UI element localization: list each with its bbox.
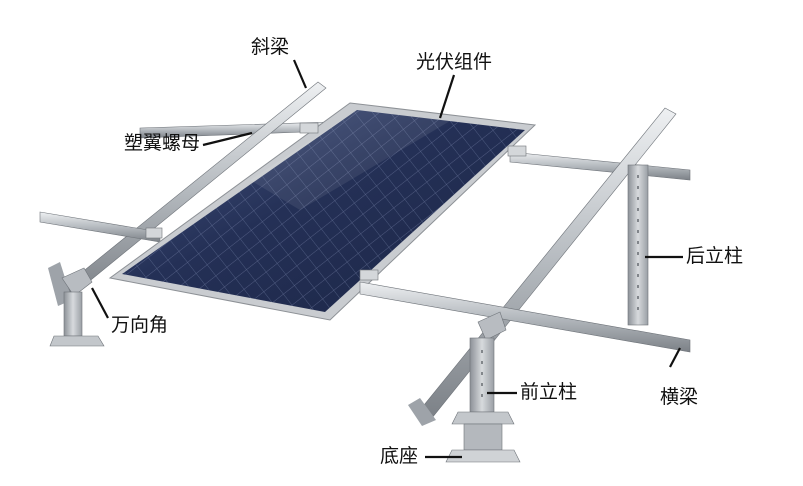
label-plastic-wing-nut: 塑翼螺母	[124, 134, 200, 153]
label-universal-angle: 万向角	[111, 316, 168, 335]
label-rear-column: 后立柱	[686, 247, 743, 266]
label-base: 底座	[380, 447, 418, 466]
label-front-column: 前立柱	[520, 383, 577, 402]
rear-column	[628, 165, 648, 325]
label-diagonal-beam: 斜梁	[251, 38, 289, 57]
label-pv-module: 光伏组件	[416, 53, 492, 72]
label-cross-beam: 横梁	[660, 388, 698, 407]
